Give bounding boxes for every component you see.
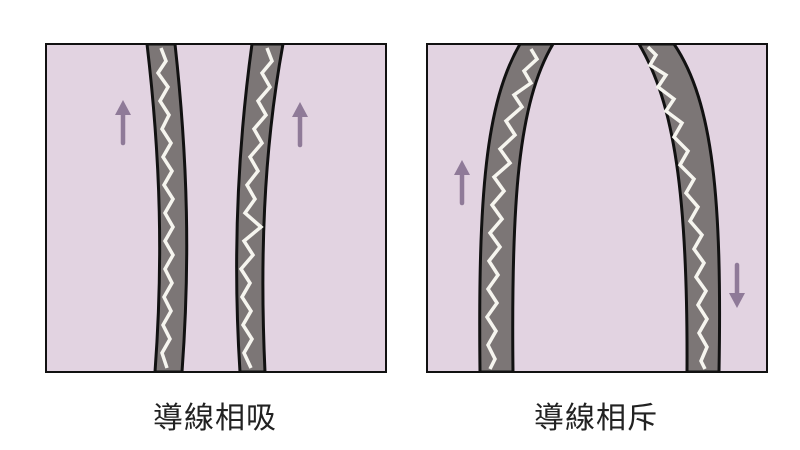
attract-arrow-right-up-icon (292, 102, 308, 148)
attract-background (45, 43, 387, 373)
repel-wire-left (478, 43, 555, 373)
repel-wire-left-core (484, 48, 540, 370)
caption-attract: 導線相吸 (153, 401, 277, 436)
attract-arrow-left-up-icon (115, 100, 131, 146)
caption-repel: 導線相斥 (534, 401, 658, 436)
repel-arrow-left-up-icon (454, 160, 470, 206)
repel-diagram (426, 43, 768, 373)
repel-arrow-right-down-icon (729, 262, 745, 308)
attract-wire-right-core (238, 47, 275, 369)
panel-attract (45, 43, 387, 373)
attract-wire-left-core (155, 47, 176, 369)
attract-wire-right (235, 43, 285, 373)
repel-wire-right (637, 43, 722, 373)
attract-diagram (45, 43, 387, 373)
panel-repel (426, 43, 768, 373)
repel-wire-right-core (646, 45, 710, 370)
